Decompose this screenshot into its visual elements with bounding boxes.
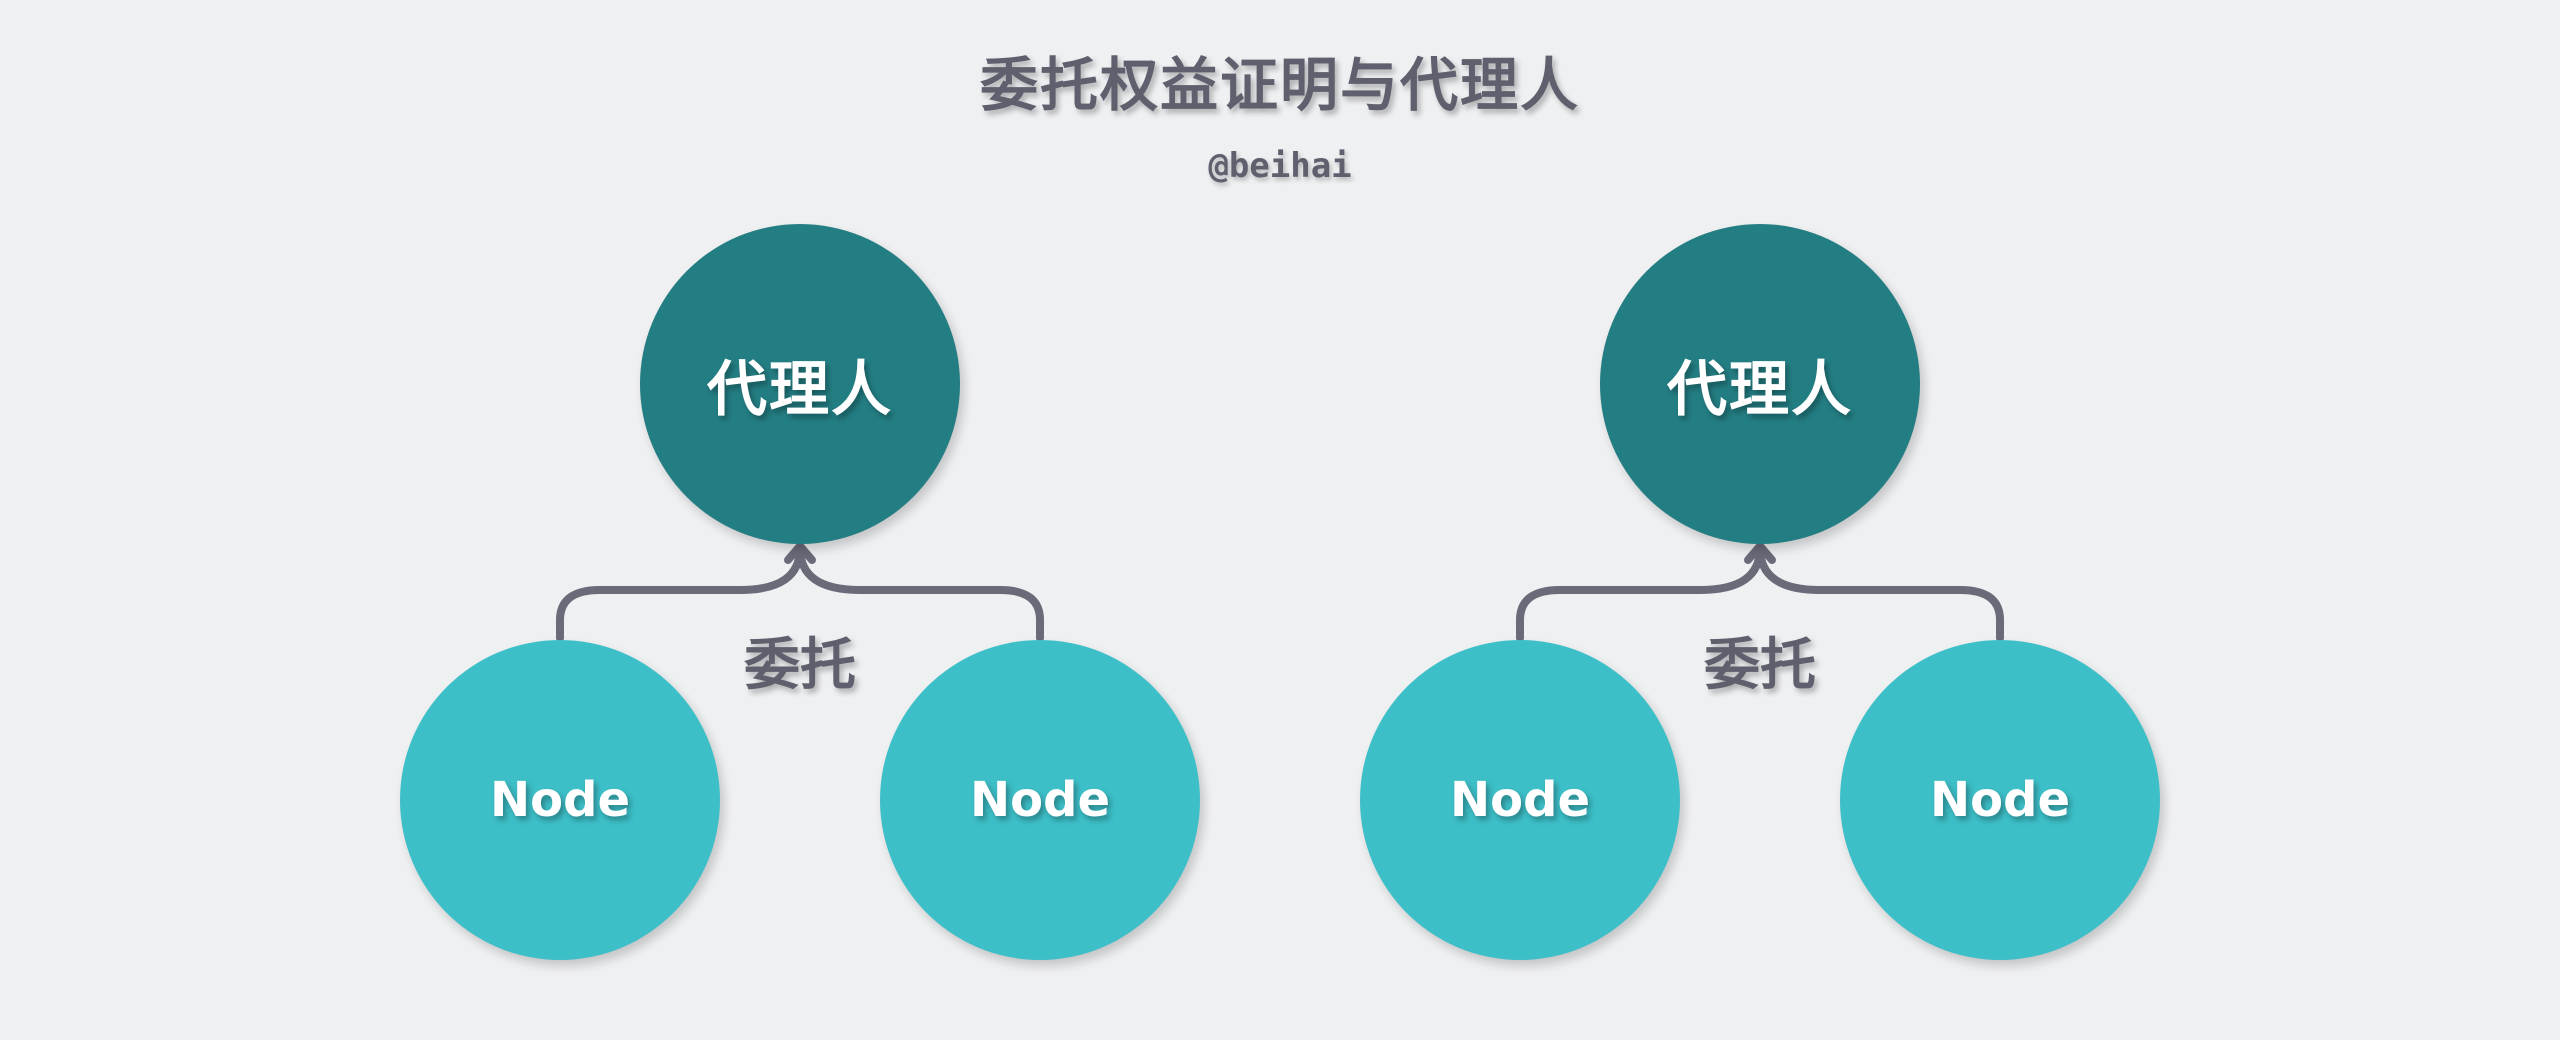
member-node-2b: Node bbox=[1840, 640, 2160, 960]
member-label: Node bbox=[489, 772, 631, 828]
agent-node-1: 代理人 bbox=[640, 224, 960, 544]
delegation-arrow-left-2 bbox=[1516, 544, 1764, 642]
author-handle: @beihai bbox=[1208, 146, 1352, 186]
arrowhead-1 bbox=[784, 539, 816, 564]
delegation-arrow-right-1 bbox=[796, 544, 1044, 642]
page-title: 委托权益证明与代理人 bbox=[979, 51, 1580, 119]
agent-label: 代理人 bbox=[1667, 354, 1853, 425]
agent-node-2: 代理人 bbox=[1600, 224, 1920, 544]
member-label: Node bbox=[1449, 772, 1591, 828]
agent-label: 代理人 bbox=[707, 354, 893, 425]
member-node-1b: Node bbox=[880, 640, 1200, 960]
delegation-arrow-right-2 bbox=[1756, 544, 2004, 642]
member-node-1a: Node bbox=[400, 640, 720, 960]
arrowhead-2 bbox=[1744, 539, 1776, 564]
delegation-arrow-left-1 bbox=[556, 544, 804, 642]
member-label: Node bbox=[969, 772, 1111, 828]
member-label: Node bbox=[1929, 772, 2071, 828]
member-node-2a: Node bbox=[1360, 640, 1680, 960]
delegation-label-1: 委托 bbox=[744, 633, 856, 698]
delegation-label-2: 委托 bbox=[1704, 633, 1816, 698]
